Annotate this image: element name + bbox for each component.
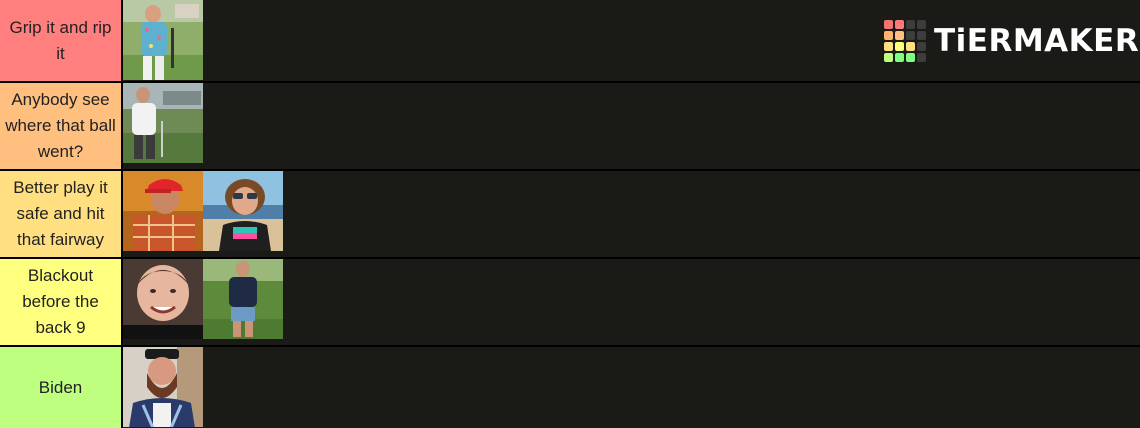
tiermaker-logo: TiERMAKER: [884, 20, 1139, 62]
logo-grid-cell: [895, 31, 904, 40]
tier-item-photo[interactable]: [123, 83, 203, 163]
logo-grid-cell: [917, 53, 926, 62]
logo-grid-cell: [917, 20, 926, 29]
logo-grid-cell: [884, 42, 893, 51]
logo-grid-cell: [895, 42, 904, 51]
tier-item-photo[interactable]: [203, 259, 283, 339]
tier-label-4[interactable]: Blackout before the back 9: [0, 259, 123, 345]
tier-label-text: Better play it safe and hit that fairway: [13, 178, 108, 249]
tier-label-text: Grip it and rip it: [9, 17, 112, 63]
logo-grid-cell: [906, 31, 915, 40]
logo-text: TiERMAKER: [934, 23, 1140, 59]
tier-label-text: Blackout before the back 9: [22, 266, 99, 337]
tier-item-photo[interactable]: [123, 171, 203, 251]
logo-grid-cell: [884, 31, 893, 40]
logo-grid-cell: [895, 53, 904, 62]
tier-label-5[interactable]: Biden: [0, 347, 123, 428]
tier-row-2: Anybody see where that ball went?: [0, 83, 1140, 169]
tier-item-photo[interactable]: [123, 259, 203, 339]
tier-label-text: Anybody see where that ball went?: [5, 90, 116, 161]
logo-grid-cell: [906, 20, 915, 29]
logo-grid-cell: [884, 20, 893, 29]
tier-items-5: [123, 347, 203, 428]
logo-grid-cell: [906, 42, 915, 51]
tier-label-text: Biden: [38, 377, 83, 397]
tier-row-3: Better play it safe and hit that fairway: [0, 171, 1140, 257]
logo-grid-cell: [884, 53, 893, 62]
logo-grid-cell: [917, 42, 926, 51]
logo-grid-cell: [906, 53, 915, 62]
tier-row-1: Grip it and rip it: [0, 0, 1140, 81]
tier-row-5: Biden: [0, 347, 1140, 428]
logo-grid-icon: [884, 20, 926, 62]
tier-items-1: [123, 0, 203, 81]
logo-grid-cell: [895, 20, 904, 29]
logo-grid-cell: [917, 31, 926, 40]
tier-label-1[interactable]: Grip it and rip it: [0, 0, 123, 81]
tier-item-photo[interactable]: [123, 0, 203, 80]
tier-label-3[interactable]: Better play it safe and hit that fairway: [0, 171, 123, 257]
tier-items-3: [123, 171, 283, 257]
tier-item-photo[interactable]: [123, 347, 203, 427]
tier-row-4: Blackout before the back 9: [0, 259, 1140, 345]
tier-items-2: [123, 83, 203, 169]
tier-label-2[interactable]: Anybody see where that ball went?: [0, 83, 123, 169]
tier-items-4: [123, 259, 283, 345]
tier-item-photo[interactable]: [203, 171, 283, 251]
